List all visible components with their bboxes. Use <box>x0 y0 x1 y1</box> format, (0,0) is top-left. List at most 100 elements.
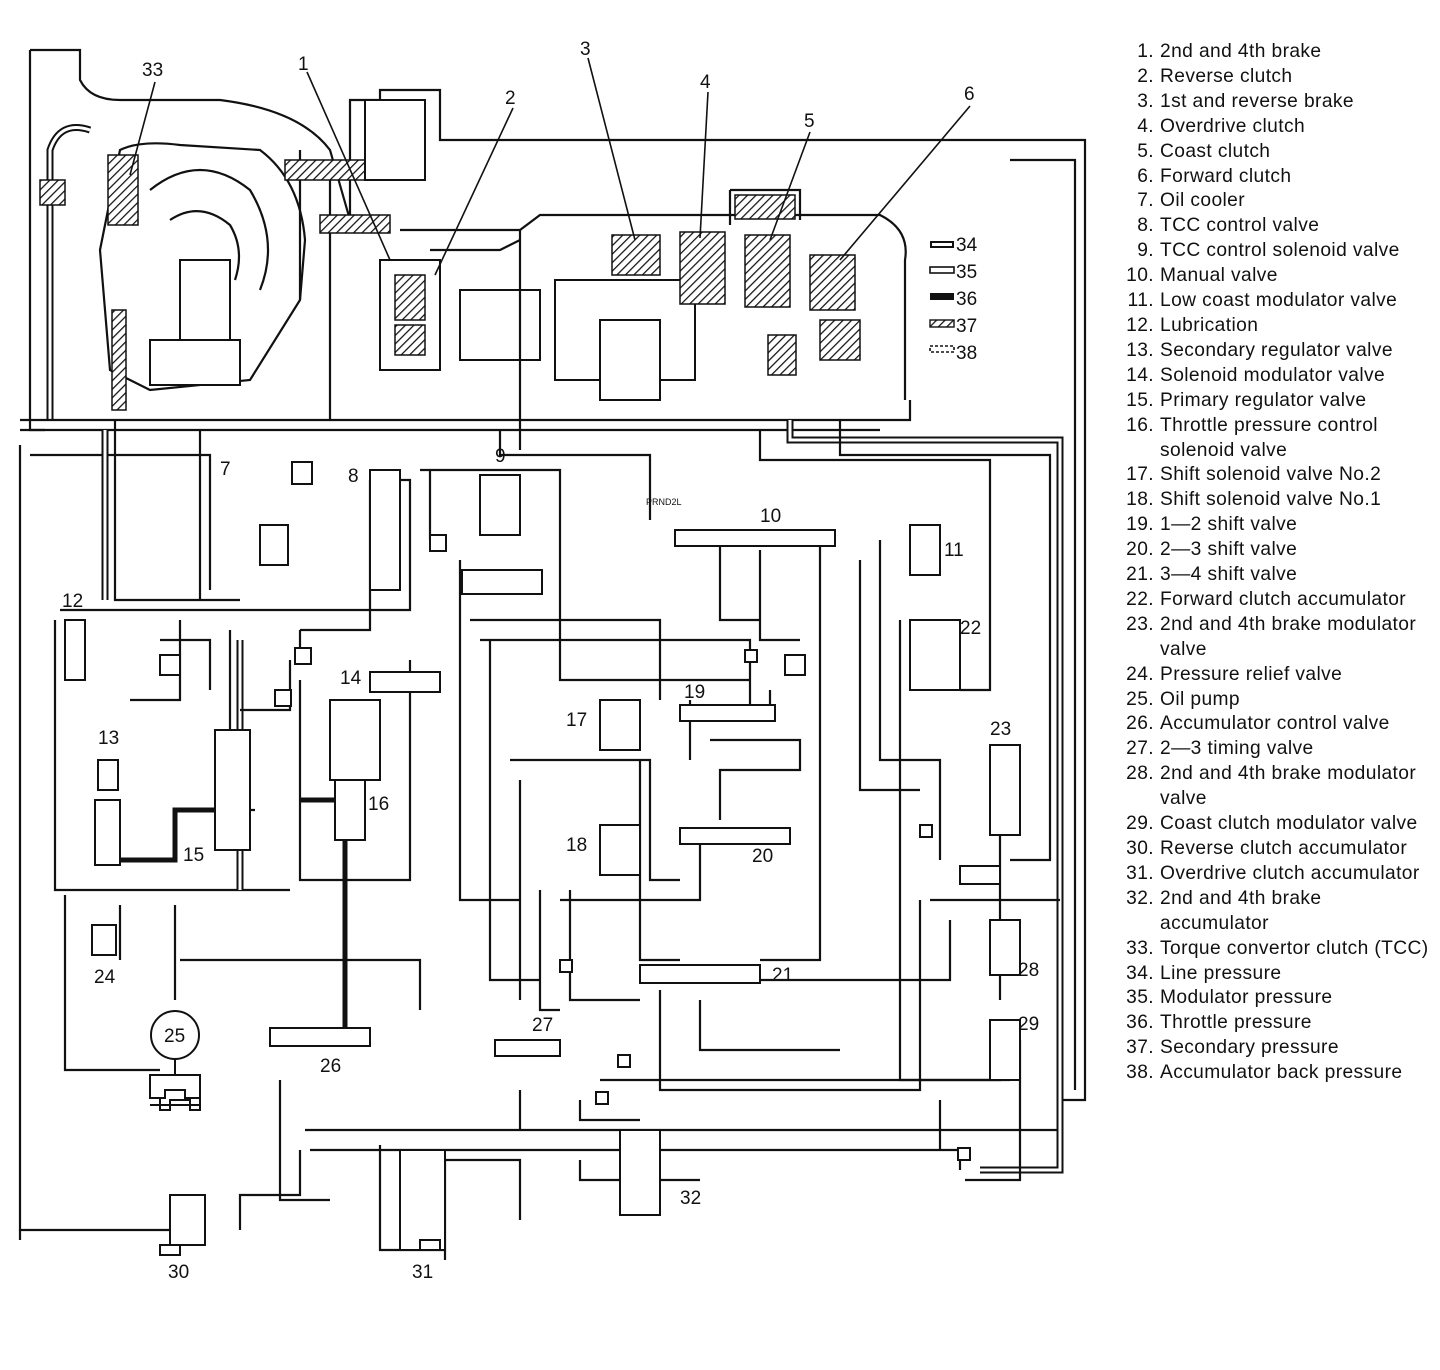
legend-item: 37.Secondary pressure <box>1100 1036 1430 1061</box>
legend-text: 2—3 timing valve <box>1160 738 1314 760</box>
legend-text: Coast clutch <box>1160 140 1271 162</box>
legend-number: 20. <box>1126 539 1154 561</box>
legend-item: 3.1st and reverse brake <box>1100 90 1430 115</box>
legend-number: 1. <box>1137 41 1154 62</box>
legend-item: 1. 2nd and 4th brake <box>1100 40 1430 65</box>
legend-text: Overdrive clutch <box>1160 115 1306 137</box>
legend-text: Shift solenoid valve No.2 <box>1160 464 1382 486</box>
callout-13: 13 <box>98 728 119 749</box>
key-label: 36 <box>956 288 978 310</box>
callout-10: 10 <box>760 506 781 527</box>
legend-item: 19.1—2 shift valve <box>1100 513 1430 538</box>
key-row-secondary: 37 <box>928 313 1008 340</box>
legend-text: Oil pump <box>1160 688 1240 710</box>
legend-item: 21.3—4 shift valve <box>1100 563 1430 588</box>
torque-converter <box>39 142 307 411</box>
callout-17: 17 <box>566 710 587 731</box>
legend-item: 25.Oil pump <box>1100 688 1430 713</box>
legend-text: TCC control solenoid valve <box>1160 240 1400 262</box>
legend-item: 24. Pressure relief valve <box>1100 663 1430 688</box>
callout-6: 6 <box>964 84 975 105</box>
key-label: 34 <box>956 234 978 256</box>
callout-4: 4 <box>700 72 711 93</box>
legend-number: 22. <box>1126 588 1154 610</box>
callout-9: 9 <box>495 446 506 467</box>
legend-text: Forward clutch accumulator <box>1160 588 1407 610</box>
legend-item: 12. Lubrication <box>1100 314 1430 339</box>
legend-number: 5. <box>1137 140 1154 162</box>
legend-item: 32.2nd and 4th brake accumulator <box>1100 887 1430 937</box>
legend-item: 22. Forward clutch accumulator <box>1100 588 1430 613</box>
legend-text: Secondary pressure <box>1160 1037 1339 1059</box>
legend-number: 7. <box>1137 190 1154 212</box>
legend-text: Lubrication <box>1160 314 1259 336</box>
callout-3: 3 <box>580 39 591 60</box>
legend-item: 31. Overdrive clutch accumulator <box>1100 862 1430 887</box>
callout-12: 12 <box>62 591 83 612</box>
legend-item: 26.Accumulator control valve <box>1100 712 1430 737</box>
legend-text: 3—4 shift valve <box>1160 564 1298 586</box>
legend-number: 28. <box>1126 763 1154 785</box>
legend-item: 10.Manual valve <box>1100 264 1430 289</box>
callout-15: 15 <box>183 845 204 866</box>
key-row-modulator: 35 <box>928 259 1008 286</box>
callout-20: 20 <box>752 846 773 867</box>
legend-number: 9. <box>1137 240 1154 262</box>
legend-item: 30.Reverse clutch accumulator <box>1100 837 1430 862</box>
legend-text: Overdrive clutch accumulator <box>1160 862 1420 884</box>
legend-item: 4.Overdrive clutch <box>1100 115 1430 140</box>
legend-number: 36. <box>1126 1012 1154 1034</box>
legend-text: Pressure relief valve <box>1160 663 1343 685</box>
legend-number: 27. <box>1126 738 1154 760</box>
legend-text: Solenoid modulator valve <box>1160 364 1386 386</box>
callout-30: 30 <box>168 1262 189 1283</box>
legend-number: 18. <box>1126 489 1154 511</box>
legend-item: 27. 2—3 timing valve <box>1100 737 1430 762</box>
callout-2: 2 <box>505 88 516 109</box>
legend-number: 6. <box>1137 165 1154 187</box>
legend-text: 2nd and 4th brake modulator valve <box>1160 763 1417 810</box>
valves <box>64 461 1021 1256</box>
legend-number: 29. <box>1126 813 1154 835</box>
pressure-key: 34 35 36 37 38 <box>928 232 1008 367</box>
callout-29: 29 <box>1018 1014 1039 1035</box>
legend-text: Secondary regulator valve <box>1160 339 1393 361</box>
callout-11: 11 <box>944 540 964 561</box>
callout-8: 8 <box>348 466 359 487</box>
legend-text: TCC control valve <box>1160 215 1320 237</box>
legend-item: 34.Line pressure <box>1100 962 1430 987</box>
legend-text: Reverse clutch accumulator <box>1160 838 1408 859</box>
legend-item: 38.Accumulator back pressure <box>1100 1061 1430 1086</box>
legend-text: Accumulator control valve <box>1160 713 1390 735</box>
callout-32: 32 <box>680 1188 701 1209</box>
legend-number: 24. <box>1126 663 1154 685</box>
legend-item: 33.Torque convertor clutch (TCC) <box>1100 937 1430 962</box>
legend-number: 11. <box>1127 290 1154 312</box>
pressure-key-swatches <box>929 241 955 353</box>
callout-16: 16 <box>368 794 389 815</box>
legend-number: 38. <box>1126 1062 1154 1084</box>
legend-item: 15.Primary regulator valve <box>1100 389 1430 414</box>
legend-text: Low coast modulator valve <box>1160 290 1398 312</box>
key-row-line: 34 <box>928 232 1008 259</box>
legend-number: 12. <box>1126 314 1154 336</box>
callout-33: 33 <box>142 60 163 81</box>
callout-5: 5 <box>804 111 815 132</box>
legend-number: 15. <box>1126 389 1154 411</box>
legend-item: 23.2nd and 4th brake modulator valve <box>1100 613 1430 663</box>
legend-text: 2nd and 4th brake <box>1160 41 1322 62</box>
legend-item: 13.Secondary regulator valve <box>1100 339 1430 364</box>
legend-number: 3. <box>1137 90 1154 112</box>
legend-number: 8. <box>1137 215 1154 237</box>
legend-text: Line pressure <box>1160 962 1282 984</box>
key-row-accumulator-back: 38 <box>928 340 1008 367</box>
legend-text: Throttle pressure control solenoid valve <box>1160 414 1378 461</box>
legend-item: 35.Modulator pressure <box>1100 986 1430 1011</box>
legend-item: 20.2—3 shift valve <box>1100 538 1430 563</box>
clutch-packs <box>284 99 861 401</box>
legend-text: Shift solenoid valve No.1 <box>1160 489 1382 511</box>
legend-text: 1—2 shift valve <box>1160 514 1298 536</box>
callout-14: 14 <box>340 668 362 689</box>
legend-number: 31. <box>1126 862 1154 884</box>
